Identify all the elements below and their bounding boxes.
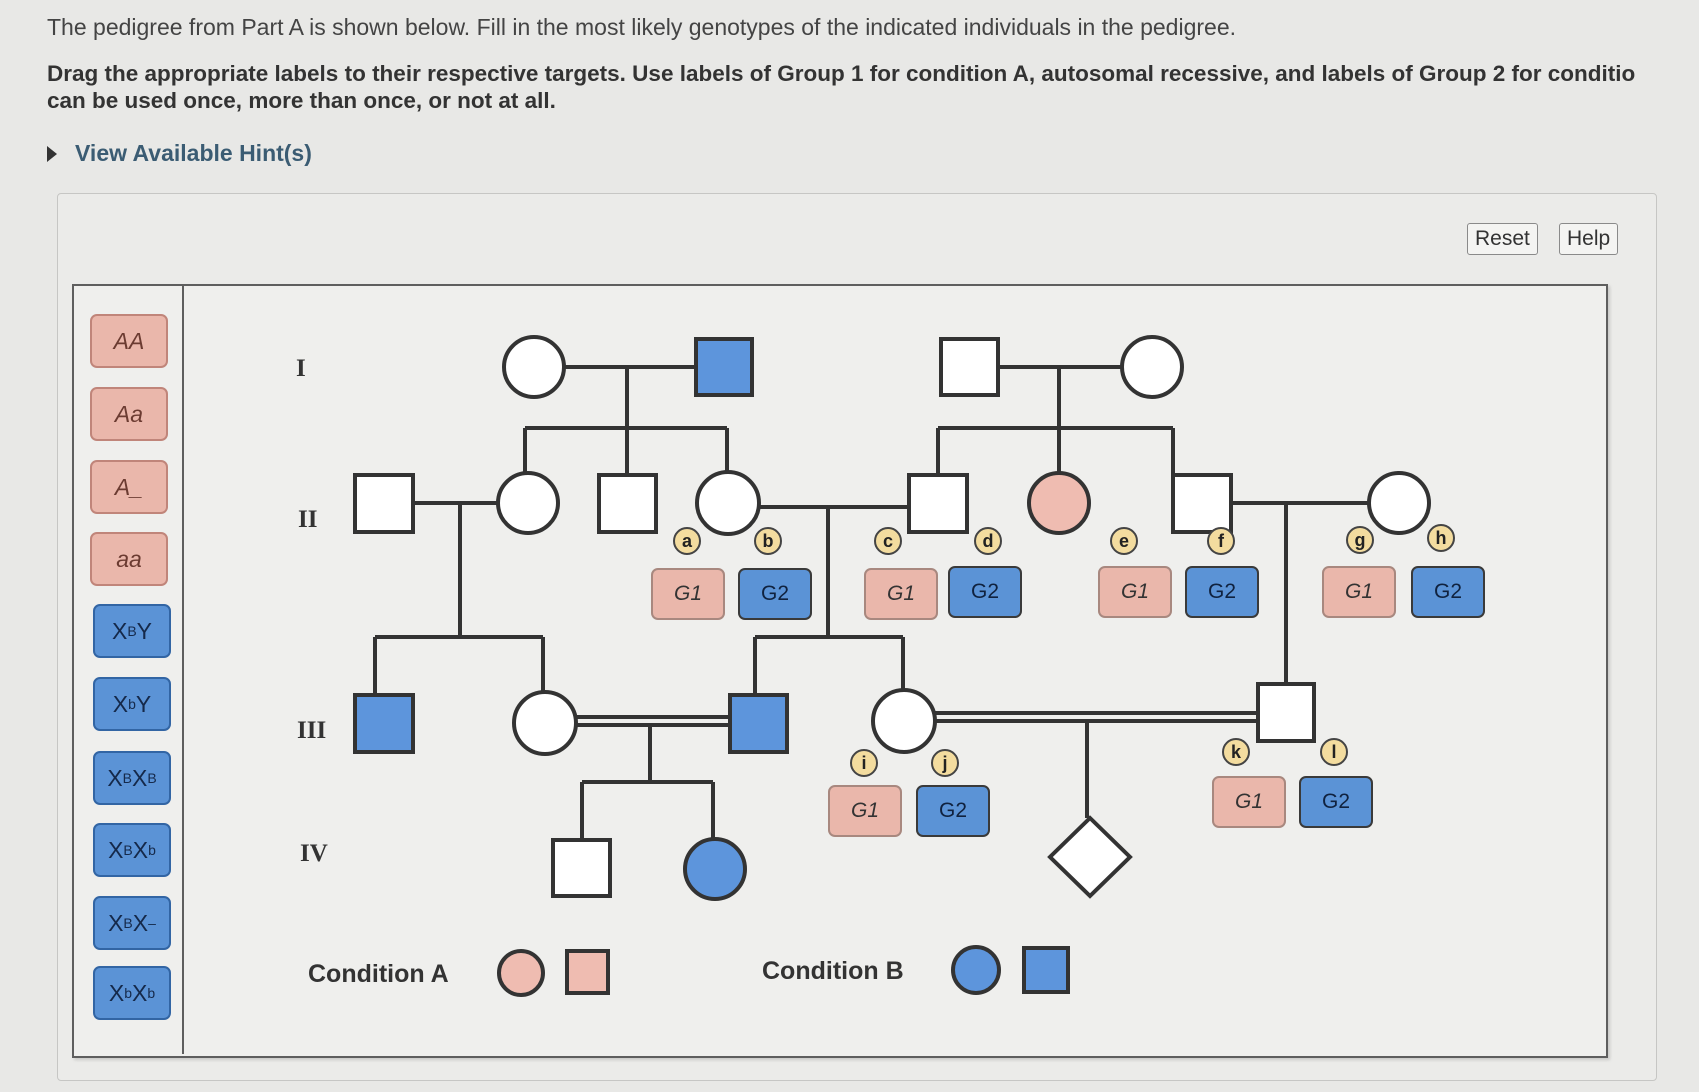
help-button[interactable]: Help xyxy=(1559,223,1619,255)
marker-f: f xyxy=(1207,527,1235,555)
target-i-group1[interactable]: G1 xyxy=(828,785,902,837)
individual-IV-2-female-condition-b xyxy=(683,837,747,901)
drag-drop-workarea xyxy=(72,284,1608,1058)
target-e-group1[interactable]: G1 xyxy=(1098,566,1172,618)
expand-triangle-icon xyxy=(47,145,57,162)
palette-divider xyxy=(182,284,184,1054)
question-instruction: Drag the appropriate labels to their res… xyxy=(47,60,1699,114)
marker-e: e xyxy=(1110,527,1138,555)
legend-condition-a-label: Condition A xyxy=(308,960,449,988)
label-XbXb-x1: X xyxy=(108,979,125,1006)
label-XBXb-x2: X xyxy=(132,836,149,863)
marker-a: a xyxy=(673,527,701,555)
target-f-group2[interactable]: G2 xyxy=(1185,566,1259,618)
target-g-group1[interactable]: G1 xyxy=(1322,566,1396,618)
label-XbY-y: Y xyxy=(135,690,152,717)
individual-II-6-female-condition-a xyxy=(1027,471,1091,535)
individual-I-1-female xyxy=(502,335,566,399)
label-XBXb-x1: X xyxy=(108,836,124,863)
target-h-group2[interactable]: G2 xyxy=(1411,566,1485,618)
generation-II: II xyxy=(298,506,318,533)
reset-button[interactable]: Reset xyxy=(1467,223,1538,255)
label-XBX-x2: X xyxy=(132,909,149,936)
target-d-group2[interactable]: G2 xyxy=(948,566,1022,618)
individual-III-3-male-condition-b xyxy=(728,693,789,754)
individual-I-3-male xyxy=(939,337,1000,397)
label-AA[interactable]: AA xyxy=(90,314,168,368)
marker-b: b xyxy=(754,527,782,555)
individual-I-2-male-condition-b xyxy=(694,337,754,397)
individual-IV-3-unknown-sex xyxy=(1047,815,1133,899)
individual-I-4-female xyxy=(1120,335,1184,399)
legend-condition-b-label: Condition B xyxy=(762,957,904,985)
marker-k: k xyxy=(1222,738,1250,766)
question-intro: The pedigree from Part A is shown below.… xyxy=(47,14,1237,40)
legend-condition-b-male xyxy=(1022,946,1070,994)
target-l-group2[interactable]: G2 xyxy=(1299,776,1373,828)
generation-I: I xyxy=(296,355,306,382)
individual-II-3-male xyxy=(597,473,658,534)
individual-III-5-male xyxy=(1256,682,1316,743)
marker-j: j xyxy=(931,749,959,777)
individual-II-8-female xyxy=(1367,471,1431,535)
legend-condition-a-female xyxy=(497,949,545,997)
label-XBXB-x2: X xyxy=(132,764,148,791)
target-a-group1[interactable]: G1 xyxy=(651,568,725,620)
view-hints-toggle[interactable]: View Available Hint(s) xyxy=(47,140,312,167)
target-b-group2[interactable]: G2 xyxy=(738,568,812,620)
individual-II-2-female xyxy=(496,471,560,535)
individual-III-2-female xyxy=(512,690,578,756)
label-XbY-x: X xyxy=(112,690,129,717)
instruction-line-2: can be used once, more than once, or not… xyxy=(47,88,556,113)
individual-III-4-female xyxy=(871,688,937,754)
view-hints-label: View Available Hint(s) xyxy=(75,140,312,166)
individual-II-7-male xyxy=(1171,473,1233,534)
legend-condition-b-female xyxy=(951,945,1001,995)
individual-II-5-male xyxy=(907,473,969,534)
label-XBX-x1: X xyxy=(108,909,124,936)
generation-IV: IV xyxy=(300,840,328,867)
label-XBY-y: Y xyxy=(136,617,153,644)
marker-h: h xyxy=(1427,524,1455,552)
marker-i: i xyxy=(850,749,878,777)
individual-III-1-male-condition-b xyxy=(353,693,415,754)
individual-II-1-male xyxy=(353,473,415,534)
label-A-blank[interactable]: A_ xyxy=(90,460,168,514)
instruction-line-1: Drag the appropriate labels to their res… xyxy=(47,61,1636,86)
target-c-group1[interactable]: G1 xyxy=(864,568,938,620)
label-Aa[interactable]: Aa xyxy=(90,387,168,441)
label-XBY-x: X xyxy=(111,617,128,644)
individual-IV-1-male xyxy=(551,838,612,898)
label-XbXb-x2: X xyxy=(132,979,148,1006)
label-aa[interactable]: aa xyxy=(90,532,168,586)
legend-condition-a-male xyxy=(565,949,610,995)
marker-g: g xyxy=(1346,526,1374,554)
marker-c: c xyxy=(874,527,902,555)
generation-III: III xyxy=(297,717,327,744)
target-k-group1[interactable]: G1 xyxy=(1212,776,1286,828)
marker-l: l xyxy=(1320,738,1348,766)
individual-II-4-female xyxy=(695,470,761,536)
target-j-group2[interactable]: G2 xyxy=(916,785,990,837)
marker-d: d xyxy=(974,527,1002,555)
label-XBXB-x1: X xyxy=(107,764,123,791)
